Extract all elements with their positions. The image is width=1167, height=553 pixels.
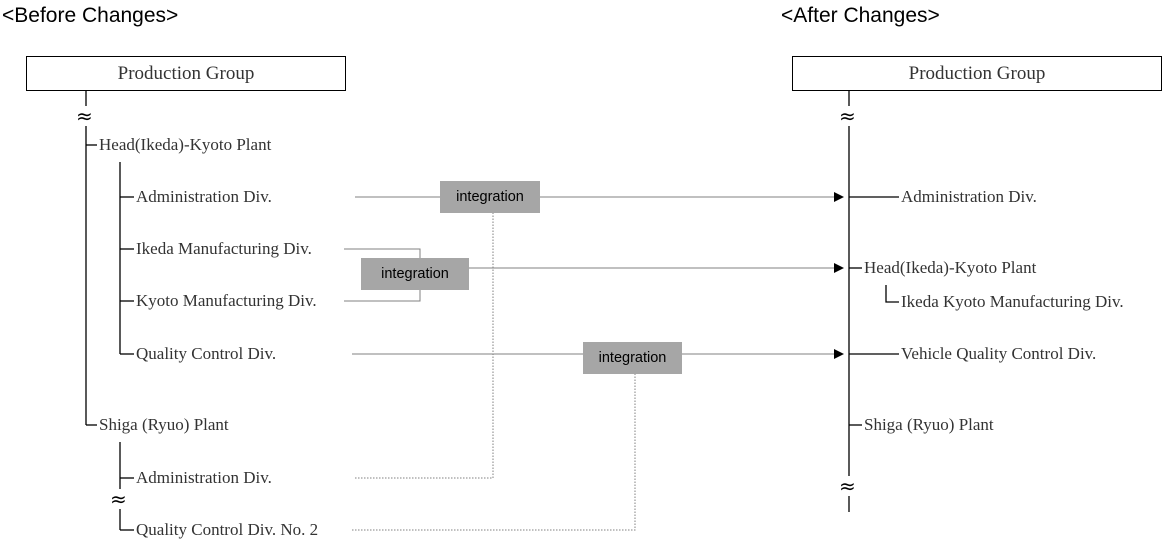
before-div-ikeda-manufacturing: Ikeda Manufacturing Div. (136, 239, 312, 258)
after-branch-ikeda-kyoto-mfg (885, 285, 899, 303)
before-div-kyoto-manufacturing: Kyoto Manufacturing Div. (136, 291, 317, 310)
shiga-qc2-dotted-link (352, 374, 636, 531)
after-plant-head-ikeda-kyoto: Head(Ikeda)-Kyoto Plant (864, 258, 1037, 277)
before-shiga-div-administration: Administration Div. (136, 468, 272, 487)
after-root-box: Production Group (792, 56, 1162, 91)
before-div-quality-control: Quality Control Div. (136, 344, 277, 363)
after-heading: <After Changes> (781, 4, 940, 27)
after-div-vehicle-quality-control: Vehicle Quality Control Div. (901, 344, 1097, 363)
integration-tag-manufacturing: integration (361, 258, 469, 290)
before-heading: <Before Changes> (2, 4, 179, 27)
before-break-symbol-shiga: ≈ (110, 487, 127, 511)
after-div-administration: Administration Div. (901, 187, 1037, 206)
before-plant-head-ikeda-kyoto: Head(Ikeda)-Kyoto Plant (99, 135, 272, 154)
before-plant-shiga-ryuo: Shiga (Ryuo) Plant (99, 415, 229, 434)
after-break-symbol-bottom: ≈ (839, 474, 856, 498)
after-break-symbol-top: ≈ (839, 104, 856, 128)
before-shiga-div-quality-control-2: Quality Control Div. No. 2 (136, 520, 319, 539)
integration-tag-admin: integration (440, 181, 540, 213)
before-break-symbol-top: ≈ (76, 104, 93, 128)
after-plant-shiga-ryuo: Shiga (Ryuo) Plant (864, 415, 994, 434)
before-div-administration: Administration Div. (136, 187, 272, 206)
integration-tag-quality-control: integration (583, 342, 682, 374)
shiga-admin-dotted-link (355, 213, 494, 479)
before-root-box: Production Group (26, 56, 346, 91)
after-div-ikeda-kyoto-manufacturing: Ikeda Kyoto Manufacturing Div. (901, 292, 1124, 311)
